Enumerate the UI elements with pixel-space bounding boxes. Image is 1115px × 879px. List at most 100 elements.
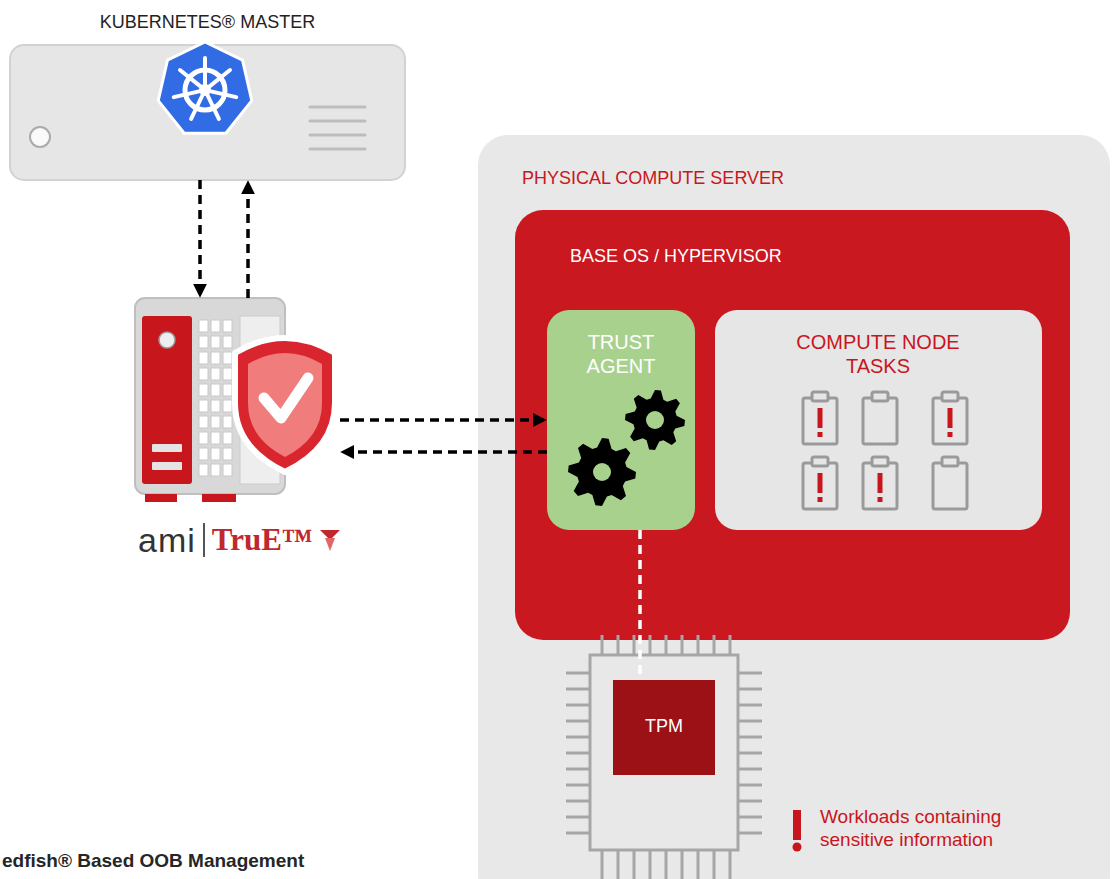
dashed-connector <box>350 450 547 454</box>
chip-pin <box>738 832 762 835</box>
chip-pin <box>738 752 762 755</box>
drive-slot <box>152 444 182 452</box>
sensitive-mark-dot <box>818 432 823 437</box>
vent-square <box>211 368 220 380</box>
legend-text: Workloads containing sensitive informati… <box>820 805 1025 853</box>
chip-pin <box>697 635 700 655</box>
clipboard-clip <box>942 392 958 401</box>
chip-pin <box>738 768 762 771</box>
chip-pin <box>681 850 684 879</box>
clipboard-icon <box>863 463 897 509</box>
vent-square <box>199 352 208 364</box>
chip-pin <box>738 704 762 707</box>
logo-mark-part <box>325 538 335 551</box>
chip-pin <box>681 635 684 655</box>
logo-word: ami <box>138 520 196 560</box>
chip-pin <box>713 850 716 879</box>
gear-hole <box>646 411 664 429</box>
physical-server-box: PHYSICAL COMPUTE SERVERBASE OS / HYPERVI… <box>478 135 1110 879</box>
sensitive-mark-dot <box>878 497 883 502</box>
tpm-die <box>613 680 715 775</box>
chip-pin <box>649 850 652 879</box>
clipboard-icon <box>933 398 967 444</box>
helm-hub <box>199 84 211 96</box>
exclamation-dot <box>793 843 802 852</box>
vent-square <box>199 448 208 460</box>
clipboard-clip <box>872 457 888 466</box>
chip-pin <box>665 850 668 879</box>
chip-pin <box>566 672 590 675</box>
helm-spoke <box>203 58 207 85</box>
chip-pin <box>566 832 590 835</box>
vent-square <box>211 352 220 364</box>
power-button <box>159 332 175 348</box>
chip-pin <box>617 850 620 879</box>
chip-pin <box>738 688 762 691</box>
vent-square <box>223 464 232 476</box>
vent-square <box>211 400 220 412</box>
vent-square <box>211 336 220 348</box>
appliance-node: ami TruE™ <box>130 298 340 573</box>
vent-square <box>223 368 232 380</box>
chip-pin <box>566 720 590 723</box>
chip-pin <box>665 635 668 655</box>
legend-item: Workloads containing sensitive informati… <box>786 766 1025 852</box>
node-label: PHYSICAL COMPUTE SERVER <box>522 168 922 189</box>
clipboard-icon <box>803 398 837 444</box>
chip-pin <box>601 635 604 655</box>
chip-pin <box>729 850 732 879</box>
vent-square <box>223 400 232 412</box>
sensitive-mark-dot <box>818 497 823 502</box>
node-label: TRUST AGENT <box>561 330 681 378</box>
clipboard-icon <box>863 398 897 444</box>
shield-inner <box>248 353 322 457</box>
helm-spoke <box>180 70 201 87</box>
vent-square <box>211 448 220 460</box>
vent-square <box>199 416 208 428</box>
clipboard-icon <box>933 463 967 509</box>
appliance-front-panel <box>142 316 192 484</box>
trust-agent-box: TRUST AGENT <box>547 310 695 530</box>
dashed-connector <box>340 418 537 422</box>
sensitive-mark <box>818 408 823 428</box>
vent-square <box>223 320 232 332</box>
helm-spoke <box>191 95 203 119</box>
vent-square <box>223 336 232 348</box>
vent-square <box>199 320 208 332</box>
vent-line <box>310 106 365 109</box>
tpm-chip: TPM <box>613 680 715 775</box>
sensitive-mark <box>818 473 823 493</box>
node-label: KUBERNETES® MASTER <box>50 12 365 33</box>
dashed-connector <box>638 530 642 680</box>
vent-square <box>199 336 208 348</box>
chip-pin <box>566 768 590 771</box>
chip-body <box>590 655 738 850</box>
vent-square <box>223 352 232 364</box>
exclamation-bar <box>793 810 801 840</box>
dashed-connector <box>246 190 250 298</box>
dashed-connector <box>198 180 202 288</box>
vent-square <box>211 320 220 332</box>
chip-pin <box>738 800 762 803</box>
clipboard-clip <box>872 392 888 401</box>
clipboard-icon <box>803 463 837 509</box>
appliance-foot <box>145 494 177 502</box>
chip-pin <box>566 816 590 819</box>
chip-pin <box>566 784 590 787</box>
chip-pin <box>566 704 590 707</box>
logo-brand: TruE™ <box>212 520 313 560</box>
chip-pin <box>713 635 716 655</box>
helm-spoke <box>210 91 236 97</box>
vent-square <box>199 384 208 396</box>
node-label: TPM <box>613 716 715 737</box>
sensitive-mark <box>878 473 883 493</box>
chip-pin <box>566 752 590 755</box>
chip-pin <box>566 688 590 691</box>
chip-pin <box>633 850 636 879</box>
vent-square <box>199 432 208 444</box>
chip-pin <box>697 850 700 879</box>
appliance-foot <box>202 494 236 502</box>
chip-pin <box>617 635 620 655</box>
